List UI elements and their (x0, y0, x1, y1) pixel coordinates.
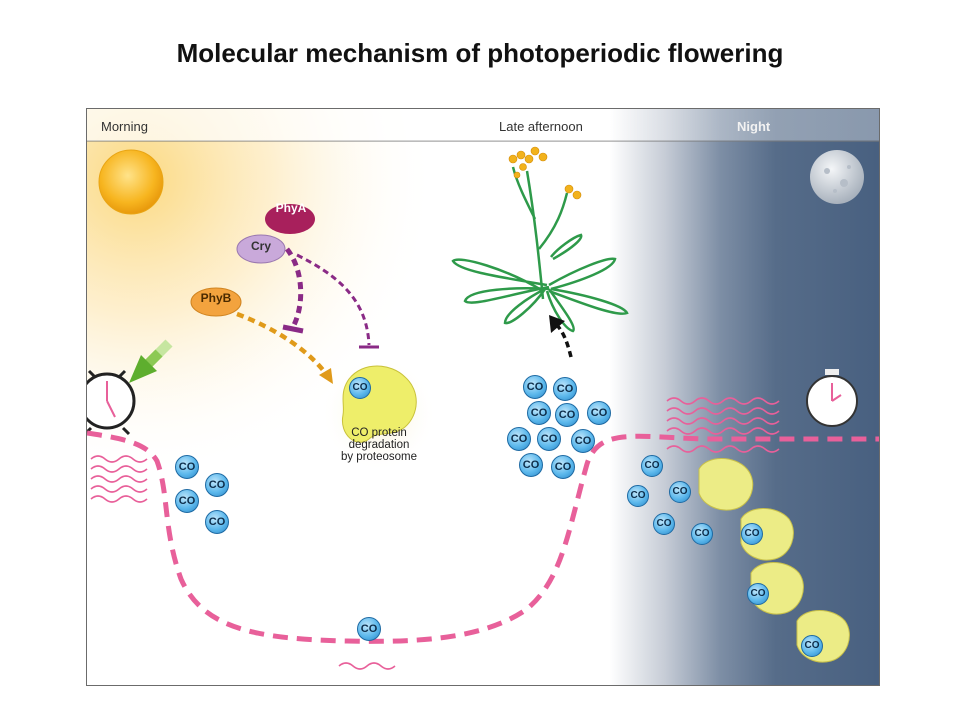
degradation-line-3: by proteosome (340, 451, 418, 463)
moon-icon (810, 150, 864, 204)
phya-inhibition-line (296, 253, 371, 346)
phya-ellipse (265, 204, 315, 234)
night-clock-icon (806, 369, 858, 427)
degradation-line-2: degradation (348, 439, 410, 451)
co-mrna-curve (87, 430, 879, 644)
co-protein: CO (587, 401, 611, 425)
diagram-panel: Morning Late afternoon Night PhyA Cry Ph… (86, 108, 880, 686)
phyb-label: PhyB (200, 291, 232, 305)
co-protein: CO (175, 489, 199, 513)
phyb-arrow (236, 311, 329, 377)
co-protein: CO (691, 523, 713, 545)
co-protein-degrading: CO (349, 377, 371, 399)
co-protein: CO (537, 427, 561, 451)
co-protein: CO (571, 429, 595, 453)
co-protein: CO (523, 375, 547, 399)
co-protein: CO (627, 485, 649, 507)
diagram-graphics (87, 109, 879, 685)
co-protein: CO (801, 635, 823, 657)
mrna-waves-morning (90, 455, 148, 503)
mrna-waves-trough (338, 662, 396, 670)
phya-label: PhyA (275, 201, 307, 215)
morning-clock-icon (87, 369, 136, 436)
co-protein: CO (205, 510, 229, 534)
mrna-waves-night (666, 397, 780, 453)
cry-ellipse (236, 234, 286, 264)
cry-label: Cry (250, 239, 271, 253)
co-protein: CO (551, 455, 575, 479)
sun-icon (98, 149, 164, 215)
cry-inhibition-line (284, 247, 304, 329)
co-protein: CO (555, 403, 579, 427)
co-protein: CO (507, 427, 531, 451)
co-protein: CO (741, 523, 763, 545)
label-morning: Morning (101, 119, 148, 134)
plant-flowers (508, 146, 582, 200)
flowering-plant-icon (451, 166, 629, 333)
label-late-afternoon: Late afternoon (499, 119, 583, 134)
co-protein: CO (357, 617, 381, 641)
degradation-caption: CO protein degradation by proteosome (329, 427, 429, 463)
co-protein: CO (205, 473, 229, 497)
label-night: Night (737, 119, 771, 134)
co-protein: CO (527, 401, 551, 425)
degradation-line-1: CO protein (351, 427, 407, 439)
co-protein: CO (653, 513, 675, 535)
phyb-ellipse (190, 287, 242, 317)
figure-title: Molecular mechanism of photoperiodic flo… (176, 38, 784, 68)
co-protein: CO (641, 455, 663, 477)
co-protein: CO (669, 481, 691, 503)
co-protein: CO (175, 455, 199, 479)
co-protein: CO (519, 453, 543, 477)
night-proteasomes (698, 458, 850, 663)
light-arrow-icon (129, 339, 173, 383)
co-protein: CO (747, 583, 769, 605)
co-protein: CO (553, 377, 577, 401)
